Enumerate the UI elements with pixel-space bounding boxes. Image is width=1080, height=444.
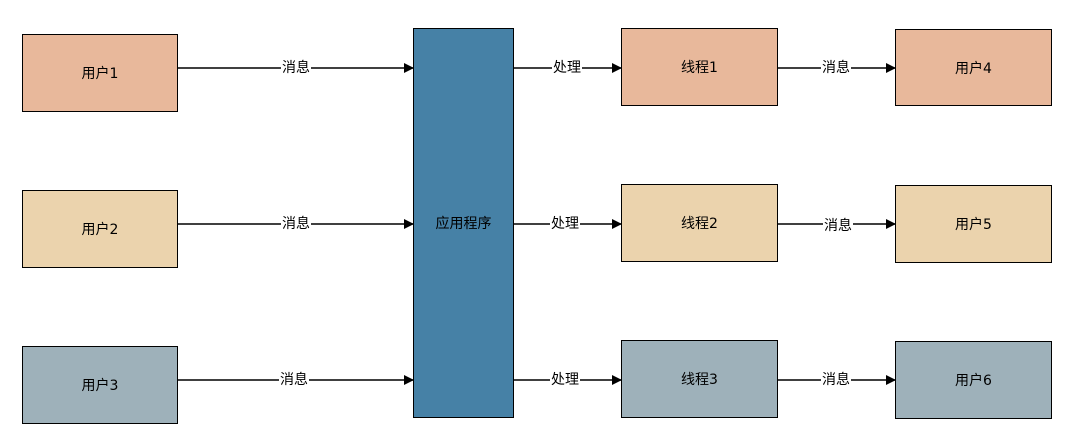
node-user-2: 用户2 <box>22 190 178 268</box>
node-user-1: 用户1 <box>22 34 178 112</box>
node-user-6: 用户6 <box>895 341 1052 419</box>
edge-label-thread2-user5: 消息 <box>823 218 853 234</box>
node-user-2-label: 用户2 <box>81 222 119 238</box>
edge-label-user1-app: 消息 <box>281 60 311 76</box>
node-user-5: 用户5 <box>895 185 1052 263</box>
edge-label-thread1-user4: 消息 <box>821 60 851 76</box>
edge-label-app-thread3: 处理 <box>550 372 580 388</box>
node-thread-2-label: 线程2 <box>681 216 718 232</box>
node-user-5-label: 用户5 <box>955 217 992 233</box>
edge-label-app-thread2: 处理 <box>550 216 580 232</box>
node-application: 应用程序 <box>413 28 514 418</box>
edge-label-thread3-user6: 消息 <box>821 372 851 388</box>
node-application-label: 应用程序 <box>435 216 492 232</box>
node-user-3-label: 用户3 <box>81 378 119 394</box>
node-user-1-label: 用户1 <box>81 66 119 82</box>
node-thread-3-label: 线程3 <box>681 372 718 388</box>
node-user-4-label: 用户4 <box>955 60 992 77</box>
node-user-4: 用户4 <box>895 29 1052 106</box>
edge-label-app-thread1: 处理 <box>552 60 582 76</box>
node-thread-2: 线程2 <box>621 184 778 262</box>
node-thread-1: 线程1 <box>621 28 778 106</box>
node-user-6-label: 用户6 <box>955 373 992 389</box>
edge-label-user2-app: 消息 <box>281 216 311 232</box>
node-thread-1-label: 线程1 <box>681 60 718 76</box>
edge-label-user3-app: 消息 <box>279 372 309 388</box>
node-user-3: 用户3 <box>22 346 178 424</box>
node-thread-3: 线程3 <box>621 340 778 418</box>
